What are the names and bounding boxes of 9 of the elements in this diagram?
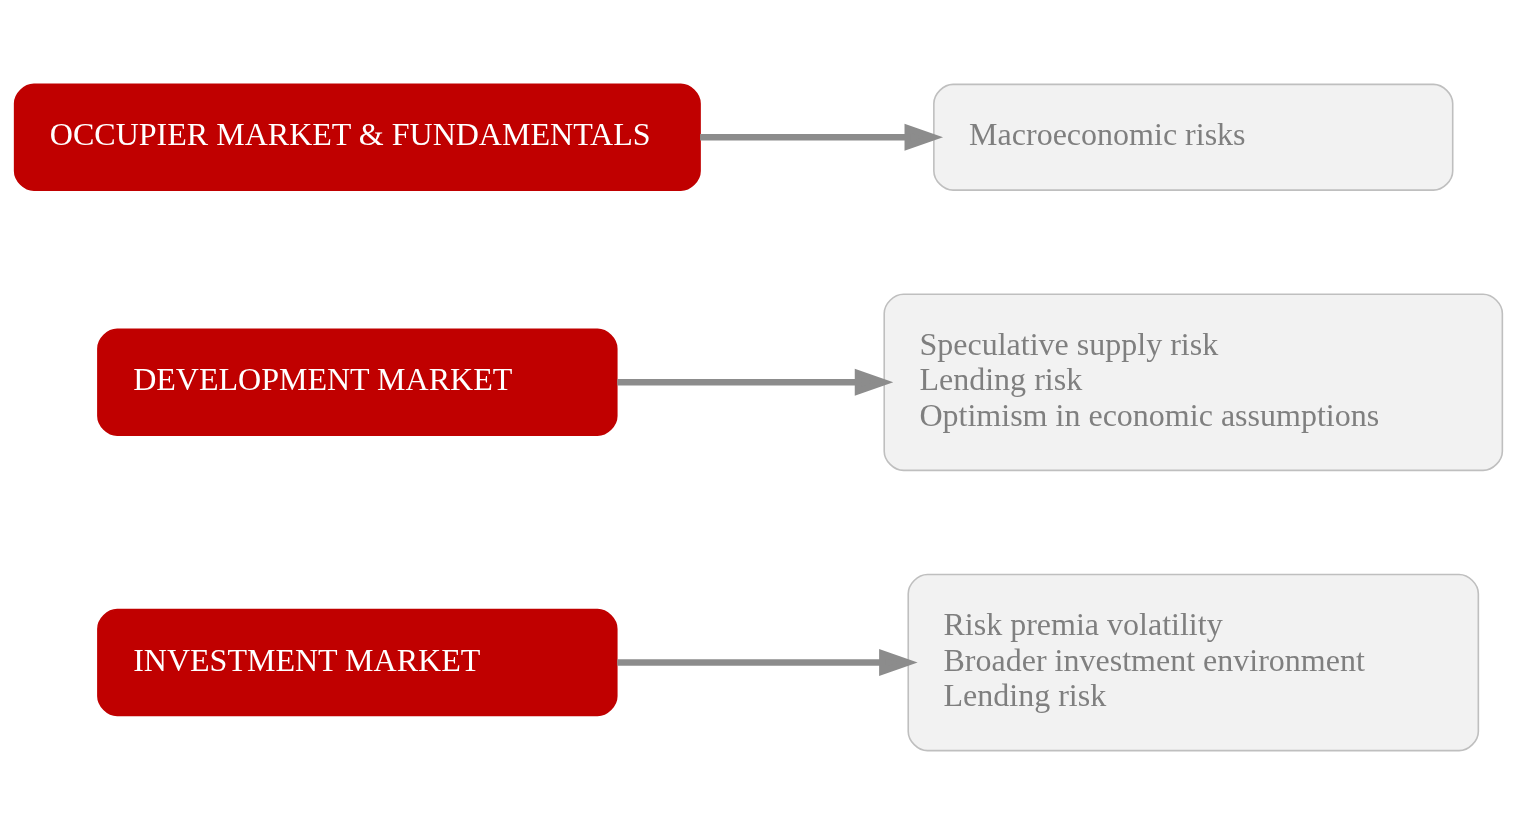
node-box: Macroeconomic risks — [933, 83, 1454, 191]
node-box: Risk premia volatility Broader investment environment Lending risk — [907, 573, 1480, 752]
node-box: Speculative supply risk Lending risk Optimism in economic assumptions — [883, 293, 1504, 472]
node-box: INVESTMENT MARKET — [97, 608, 618, 717]
arrow — [617, 368, 894, 396]
arrow — [700, 123, 944, 151]
node-box: DEVELOPMENT MARKET — [97, 328, 618, 436]
node-box: OCCUPIER MARKET & FUNDAMENTALS — [13, 83, 701, 191]
arrow — [617, 649, 918, 676]
